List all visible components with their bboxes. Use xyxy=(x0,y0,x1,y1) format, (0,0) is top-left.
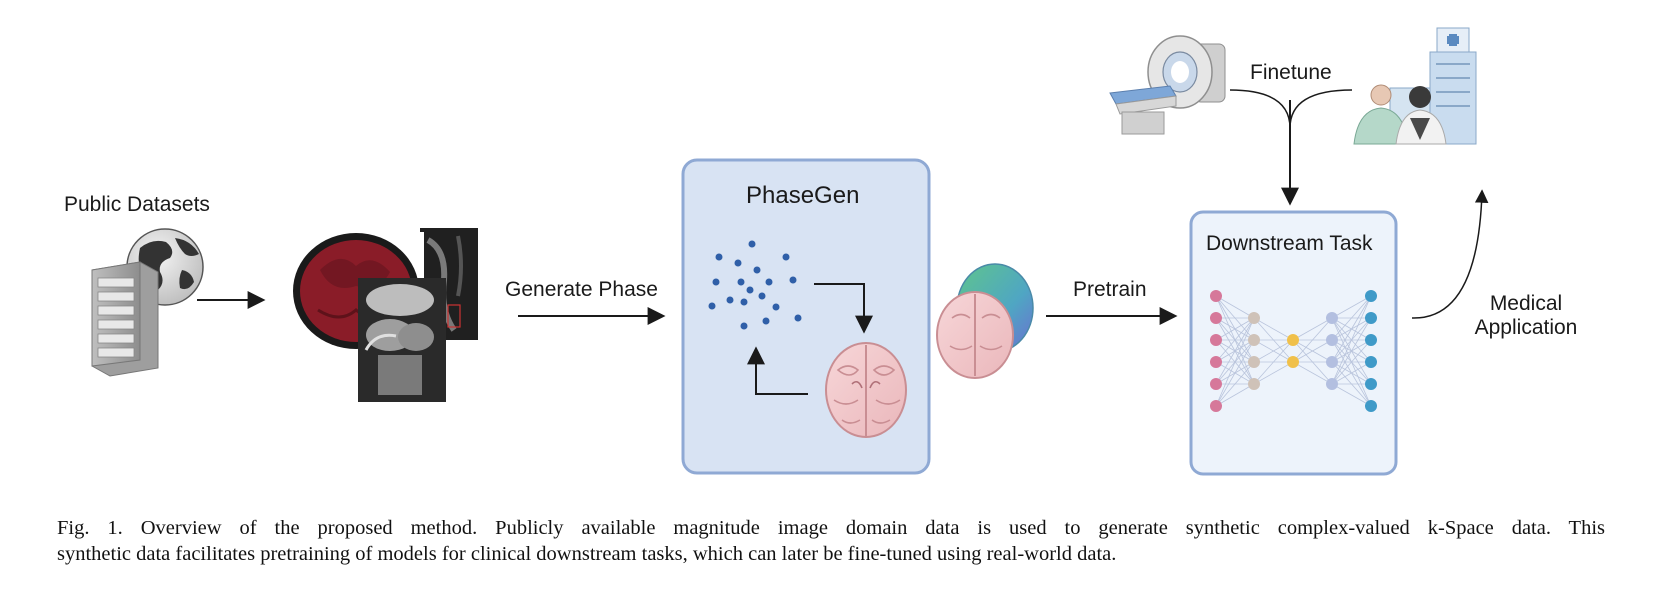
dot xyxy=(734,259,742,267)
mri-scanner-icon xyxy=(1109,35,1226,135)
mri-knee-image xyxy=(358,278,446,402)
generate-phase-label: Generate Phase xyxy=(505,278,658,301)
dot xyxy=(712,278,720,286)
nn-edge xyxy=(1331,295,1372,341)
figure-caption: Fig. 1. Overview of the proposed method.… xyxy=(57,515,1605,567)
nn-edge xyxy=(1215,317,1255,341)
nn-node xyxy=(1248,378,1260,390)
nn-node xyxy=(1326,334,1338,346)
nn-edge xyxy=(1331,295,1372,363)
kspace-dots xyxy=(708,240,802,330)
dot xyxy=(762,317,770,325)
nn-edge xyxy=(1215,383,1255,407)
nn-node xyxy=(1326,312,1338,324)
nn-node xyxy=(1248,356,1260,368)
nn-edge xyxy=(1253,339,1294,385)
nn-node xyxy=(1326,378,1338,390)
nn-node xyxy=(1210,312,1222,324)
medical-application-label: Medical Application xyxy=(1468,292,1584,340)
dot xyxy=(740,322,748,330)
nn-edge xyxy=(1253,317,1294,341)
dot xyxy=(740,298,748,306)
dot xyxy=(708,302,716,310)
medical-application-line2: Application xyxy=(1474,316,1578,340)
nn-edge xyxy=(1331,317,1372,385)
doctors-icon xyxy=(1353,84,1447,145)
nn-node xyxy=(1287,334,1299,346)
brain-icon xyxy=(825,342,907,438)
nn-node xyxy=(1210,356,1222,368)
dot xyxy=(715,253,723,261)
caption-line-1: Fig. 1. Overview of the proposed method.… xyxy=(57,517,1605,539)
downstream-task-title: Downstream Task xyxy=(1206,232,1373,255)
caption-line-2: synthetic data facilitates pretraining o… xyxy=(57,543,1117,565)
nn-edge xyxy=(1215,295,1255,319)
nn-edge xyxy=(1253,361,1294,385)
dot xyxy=(737,278,745,286)
nn-node xyxy=(1248,312,1260,324)
nn-node xyxy=(1365,290,1377,302)
nn-node xyxy=(1365,400,1377,412)
phasegen-title: PhaseGen xyxy=(746,182,860,209)
nn-edge xyxy=(1253,339,1294,363)
nn-edge xyxy=(1292,317,1333,341)
dot xyxy=(772,303,780,311)
nn-edge xyxy=(1215,317,1255,363)
method-overview-diagram xyxy=(91,27,1489,476)
nn-node xyxy=(1210,334,1222,346)
dot xyxy=(782,253,790,261)
pretrain-label: Pretrain xyxy=(1073,278,1147,301)
nn-edge xyxy=(1331,383,1372,407)
dot xyxy=(794,314,802,322)
nn-edge xyxy=(1331,361,1372,385)
arrow-brain-to-dots xyxy=(747,346,808,395)
dot xyxy=(789,276,797,284)
dot xyxy=(753,266,761,274)
dot xyxy=(758,292,766,300)
server-icon xyxy=(91,261,159,377)
finetune-label: Finetune xyxy=(1250,61,1332,84)
dot xyxy=(746,286,754,294)
nn-node xyxy=(1365,356,1377,368)
arrow-dots-to-brain xyxy=(814,283,873,334)
public-datasets-label: Public Datasets xyxy=(64,193,210,216)
nn-edge xyxy=(1215,339,1255,407)
medical-application-line1: Medical xyxy=(1489,292,1563,315)
dot xyxy=(748,240,756,248)
nn-edge xyxy=(1215,317,1255,385)
nn-node xyxy=(1210,400,1222,412)
nn-edge xyxy=(1292,339,1333,363)
nn-node xyxy=(1210,378,1222,390)
nn-node xyxy=(1210,290,1222,302)
nn-node xyxy=(1326,356,1338,368)
nn-edge xyxy=(1331,295,1372,319)
dot xyxy=(765,278,773,286)
nn-node xyxy=(1365,378,1377,390)
nn-edge xyxy=(1215,317,1255,407)
nn-node xyxy=(1287,356,1299,368)
dot xyxy=(726,296,734,304)
brain-pair-icon xyxy=(936,263,1034,379)
nn-edge xyxy=(1292,361,1333,385)
nn-edge xyxy=(1331,295,1372,385)
nn-edge xyxy=(1215,361,1255,407)
nn-node xyxy=(1248,334,1260,346)
arrow-medical-application xyxy=(1411,189,1489,319)
neural-network-icon xyxy=(1210,290,1377,412)
nn-node xyxy=(1365,334,1377,346)
nn-edge xyxy=(1331,339,1372,385)
nn-node xyxy=(1365,312,1377,324)
nn-edge xyxy=(1292,317,1333,363)
